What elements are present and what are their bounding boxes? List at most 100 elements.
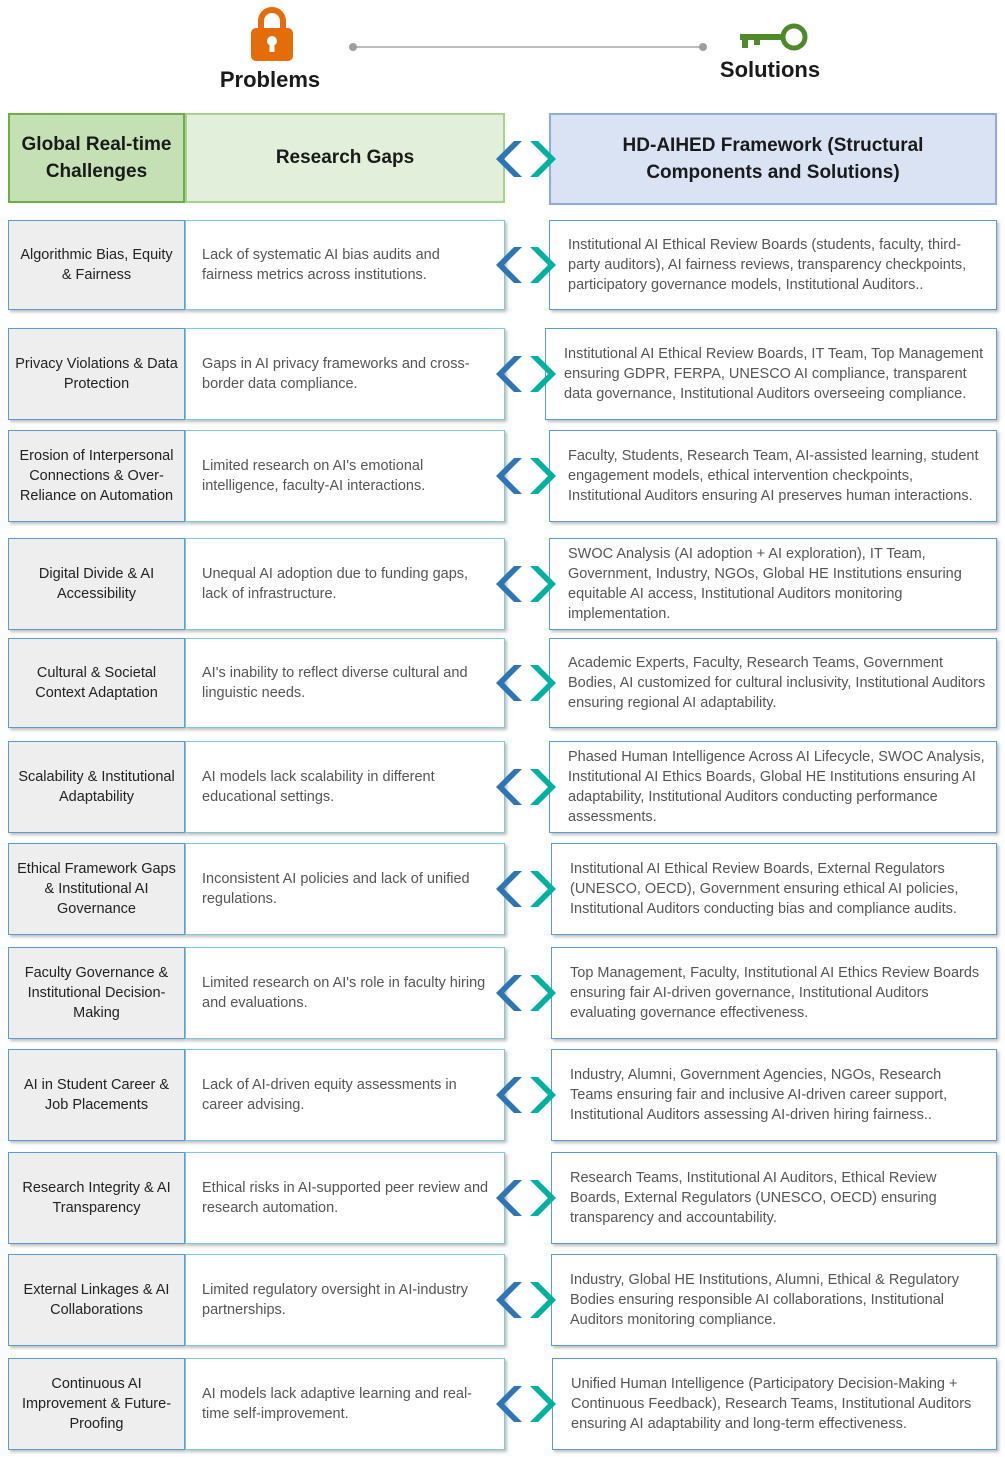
- arrow-left-icon: [496, 458, 522, 494]
- solution-text: Unified Human Intelligence (Participator…: [571, 1376, 972, 1432]
- challenge-cell: Digital Divide & AI Accessibility: [8, 538, 185, 630]
- bidirectional-arrow-icon: [496, 975, 556, 1011]
- solution-text: Institutional AI Ethical Review Boards, …: [564, 346, 984, 402]
- bidirectional-arrow-icon: [496, 1077, 556, 1113]
- arrow-right-icon: [530, 566, 556, 602]
- arrow-left-icon: [496, 871, 522, 907]
- header-research-gaps-text: Research Gaps: [275, 147, 415, 168]
- arrow-left-icon: [496, 356, 522, 392]
- solution-cell: Institutional AI Ethical Review Boards, …: [545, 328, 997, 420]
- challenge-cell: External Linkages & AI Collaborations: [8, 1254, 185, 1346]
- challenge-text: External Linkages & AI Collaborations: [23, 1282, 170, 1318]
- research-gap-text: Limited research on AI's emotional intel…: [202, 458, 426, 494]
- solution-cell: Institutional AI Ethical Review Boards (…: [549, 220, 997, 310]
- challenge-text: Faculty Governance & Institutional Decis…: [24, 965, 169, 1021]
- arrow-left-icon: [496, 1282, 522, 1318]
- research-gap-text: Unequal AI adoption due to funding gaps,…: [202, 566, 469, 602]
- challenge-text: Ethical Framework Gaps & Institutional A…: [17, 861, 176, 917]
- header-framework: HD-AIHED Framework (Structural Component…: [549, 113, 997, 205]
- arrow-left-icon: [496, 769, 522, 805]
- solution-cell: Institutional AI Ethical Review Boards, …: [551, 843, 997, 935]
- challenge-cell: AI in Student Career & Job Placements: [8, 1049, 185, 1141]
- research-gap-text: Ethical risks in AI-supported peer revie…: [202, 1180, 489, 1216]
- challenge-text: Research Integrity & AI Transparency: [22, 1180, 171, 1216]
- arrow-right-icon: [530, 665, 556, 701]
- bidirectional-arrow-icon: [496, 665, 556, 701]
- bidirectional-arrow-icon: [496, 1180, 556, 1216]
- research-gap-text: Lack of AI-driven equity assessments in …: [202, 1077, 457, 1113]
- challenge-cell: Algorithmic Bias, Equity & Fairness: [8, 220, 185, 310]
- research-gap-text: Limited research on AI's role in faculty…: [202, 975, 486, 1011]
- header-connector-line: [353, 46, 703, 48]
- bidirectional-arrow-icon: [496, 458, 556, 494]
- arrow-right-icon: [530, 141, 556, 177]
- arrow-right-icon: [530, 975, 556, 1011]
- challenge-text: Erosion of Interpersonal Connections & O…: [19, 448, 174, 504]
- challenge-cell: Privacy Violations & Data Protection: [8, 328, 185, 420]
- bidirectional-arrow-icon: [496, 871, 556, 907]
- arrow-left-icon: [496, 665, 522, 701]
- solution-text: Research Teams, Institutional AI Auditor…: [570, 1170, 937, 1226]
- arrow-right-icon: [530, 1386, 556, 1422]
- research-gap-cell: Lack of systematic AI bias audits and fa…: [185, 220, 505, 310]
- solution-cell: Unified Human Intelligence (Participator…: [552, 1358, 997, 1450]
- arrow-right-icon: [530, 1077, 556, 1113]
- header-framework-text: HD-AIHED Framework (Structural Component…: [622, 135, 924, 183]
- lock-icon: [251, 7, 293, 61]
- arrow-left-icon: [496, 975, 522, 1011]
- arrow-left-icon: [496, 247, 522, 283]
- bidirectional-arrow-icon: [496, 769, 556, 805]
- research-gap-cell: AI models lack scalability in different …: [185, 741, 505, 833]
- bidirectional-arrow-icon: [496, 1386, 556, 1422]
- solution-cell: Top Management, Faculty, Institutional A…: [551, 947, 997, 1039]
- research-gap-cell: AI's inability to reflect diverse cultur…: [185, 638, 505, 728]
- research-gap-cell: Limited regulatory oversight in AI-indus…: [185, 1254, 505, 1346]
- bidirectional-arrow-icon: [496, 1282, 556, 1318]
- header-global-challenges-text: Global Real-time Challenges: [21, 134, 172, 182]
- challenge-text: Cultural & Societal Context Adaptation: [35, 665, 158, 701]
- header-research-gaps: Research Gaps: [185, 113, 505, 203]
- challenge-text: Digital Divide & AI Accessibility: [38, 566, 155, 602]
- arrow-left-icon: [496, 1077, 522, 1113]
- arrow-right-icon: [530, 871, 556, 907]
- solution-text: Phased Human Intelligence Across AI Life…: [568, 749, 985, 825]
- challenge-cell: Continuous AI Improvement & Future-Proof…: [8, 1358, 185, 1450]
- solution-cell: Faculty, Students, Research Team, AI-ass…: [549, 430, 997, 522]
- research-gap-cell: Lack of AI-driven equity assessments in …: [185, 1049, 505, 1141]
- challenge-text: Scalability & Institutional Adaptability: [18, 769, 175, 805]
- arrow-right-icon: [530, 1282, 556, 1318]
- solution-text: Industry, Alumni, Government Agencies, N…: [570, 1067, 948, 1123]
- research-gap-cell: Gaps in AI privacy frameworks and cross-…: [185, 328, 505, 420]
- challenge-cell: Scalability & Institutional Adaptability: [8, 741, 185, 833]
- arrow-left-icon: [496, 566, 522, 602]
- challenge-cell: Erosion of Interpersonal Connections & O…: [8, 430, 185, 522]
- arrow-right-icon: [530, 247, 556, 283]
- challenge-text: Privacy Violations & Data Protection: [15, 356, 178, 392]
- bidirectional-arrow-icon: [496, 141, 556, 177]
- challenge-cell: Research Integrity & AI Transparency: [8, 1152, 185, 1244]
- research-gap-text: Gaps in AI privacy frameworks and cross-…: [202, 356, 470, 392]
- challenge-cell: Ethical Framework Gaps & Institutional A…: [8, 843, 185, 935]
- problems-label: Problems: [219, 67, 321, 92]
- research-gap-text: AI models lack scalability in different …: [202, 769, 435, 805]
- arrow-left-icon: [496, 141, 522, 177]
- research-gap-cell: Ethical risks in AI-supported peer revie…: [185, 1152, 505, 1244]
- challenge-text: AI in Student Career & Job Placements: [23, 1077, 170, 1113]
- arrow-right-icon: [530, 1180, 556, 1216]
- key-icon: [740, 23, 808, 51]
- bidirectional-arrow-icon: [496, 247, 556, 283]
- solution-text: Academic Experts, Faculty, Research Team…: [568, 655, 986, 711]
- solution-cell: Industry, Alumni, Government Agencies, N…: [551, 1049, 997, 1141]
- arrow-right-icon: [530, 458, 556, 494]
- challenge-cell: Cultural & Societal Context Adaptation: [8, 638, 185, 728]
- bidirectional-arrow-icon: [496, 356, 556, 392]
- solution-text: SWOC Analysis (AI adoption + AI explorat…: [568, 546, 962, 622]
- solution-cell: Research Teams, Institutional AI Auditor…: [551, 1152, 997, 1244]
- challenge-text: Continuous AI Improvement & Future-Proof…: [21, 1376, 172, 1432]
- research-gap-text: Lack of systematic AI bias audits and fa…: [202, 247, 440, 283]
- solution-cell: Industry, Global HE Institutions, Alumni…: [551, 1254, 997, 1346]
- header-global-challenges: Global Real-time Challenges: [8, 113, 185, 203]
- challenge-text: Algorithmic Bias, Equity & Fairness: [20, 247, 173, 283]
- challenge-cell: Faculty Governance & Institutional Decis…: [8, 947, 185, 1039]
- research-gap-text: AI models lack adaptive learning and rea…: [202, 1386, 473, 1422]
